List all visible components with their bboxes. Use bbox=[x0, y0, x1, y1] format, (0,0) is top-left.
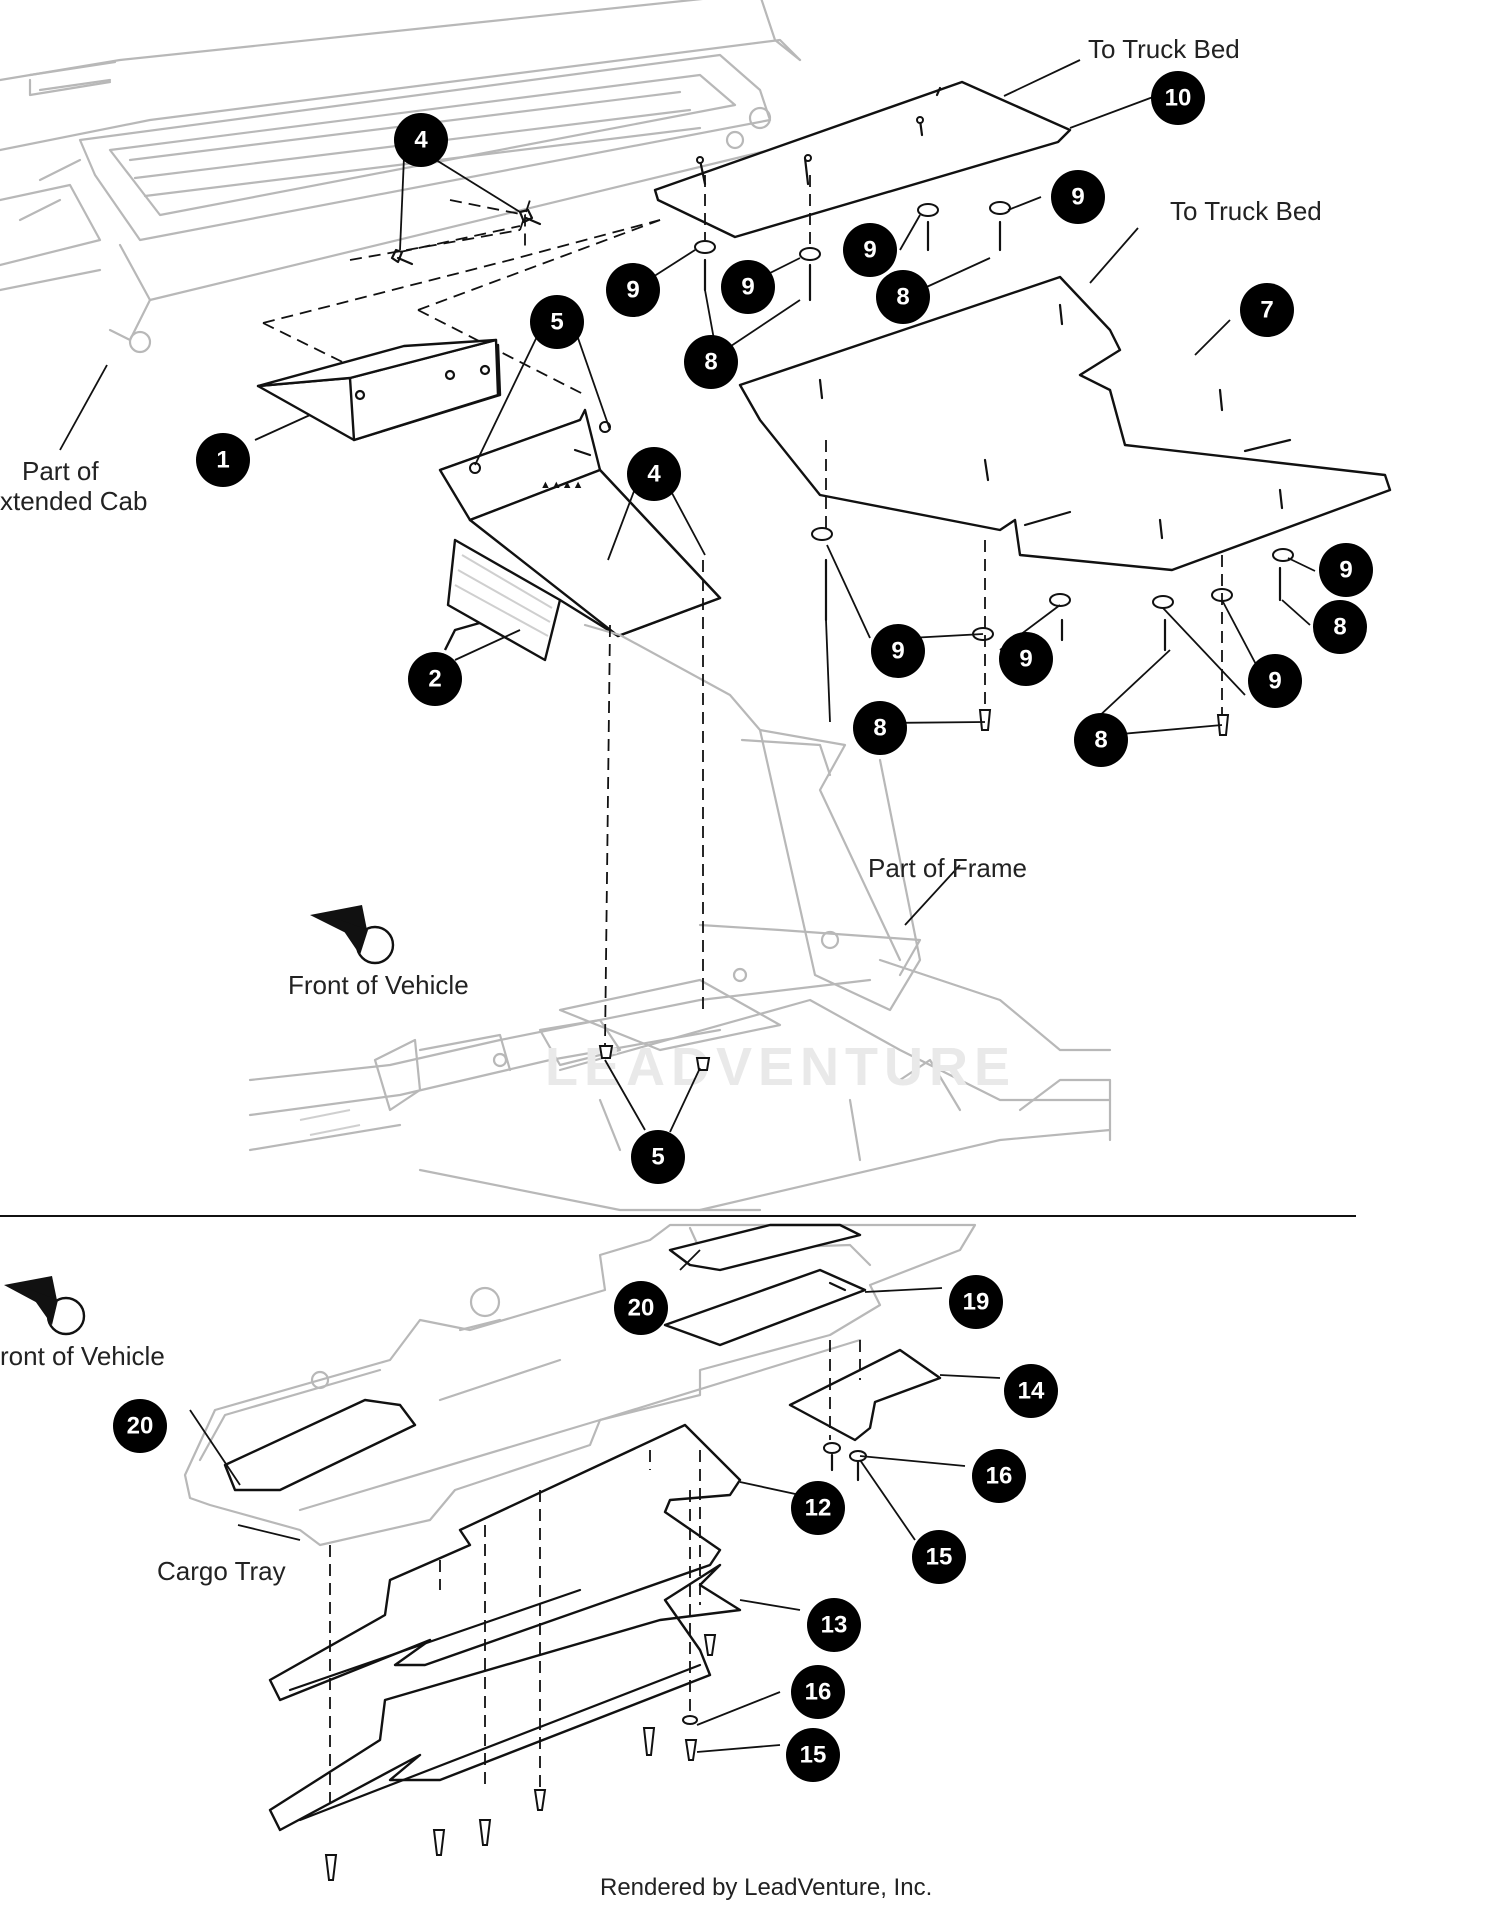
svg-text:9: 9 bbox=[863, 237, 876, 264]
svg-text:12: 12 bbox=[805, 1495, 832, 1522]
svg-text:20: 20 bbox=[628, 1295, 655, 1322]
svg-text:9: 9 bbox=[1071, 184, 1084, 211]
callout-16-upper: 16 bbox=[972, 1449, 1026, 1503]
extended-cab-illustration bbox=[0, 0, 802, 354]
callout-8: 8 bbox=[684, 335, 738, 389]
front-arrow-icon bbox=[310, 905, 395, 965]
label-front-of-vehicle: Front of Vehicle bbox=[288, 970, 469, 1000]
cargo-tray-illustration bbox=[183, 1223, 977, 1547]
label-part-of: Part of bbox=[22, 456, 99, 486]
front-arrow-icon-2 bbox=[4, 1276, 86, 1336]
label-part-of-frame: Part of Frame bbox=[868, 853, 1027, 883]
callout-4-lower: 4 bbox=[627, 447, 681, 501]
callout-19: 19 bbox=[949, 1275, 1003, 1329]
label-to-truck-bed-top: To Truck Bed bbox=[1088, 34, 1240, 64]
svg-text:9: 9 bbox=[1268, 668, 1281, 695]
callout-10: 10 bbox=[1151, 71, 1205, 125]
callout-15-upper: 15 bbox=[912, 1530, 966, 1584]
callout-5-lower: 5 bbox=[631, 1130, 685, 1184]
svg-text:9: 9 bbox=[741, 274, 754, 301]
callout-8: 8 bbox=[853, 701, 907, 755]
callout-8: 8 bbox=[876, 270, 930, 324]
svg-text:5: 5 bbox=[550, 309, 563, 336]
part-20-liners bbox=[223, 1223, 867, 1492]
label-cargo-tray: Cargo Tray bbox=[157, 1556, 286, 1586]
callout-15-lower: 15 bbox=[786, 1728, 840, 1782]
svg-text:4: 4 bbox=[647, 461, 661, 488]
part-12-panel bbox=[268, 1423, 742, 1702]
callout-9: 9 bbox=[871, 624, 925, 678]
label-extended-cab: xtended Cab bbox=[0, 486, 147, 516]
callout-9: 9 bbox=[1248, 654, 1302, 708]
bolts-bottom bbox=[324, 1634, 717, 1881]
svg-text:5: 5 bbox=[651, 1144, 664, 1171]
svg-text:▲▲▲▲: ▲▲▲▲ bbox=[540, 479, 584, 491]
svg-text:8: 8 bbox=[704, 349, 717, 376]
svg-text:20: 20 bbox=[127, 1413, 154, 1440]
callout-20-left: 20 bbox=[113, 1399, 167, 1453]
svg-text:9: 9 bbox=[626, 277, 639, 304]
svg-text:2: 2 bbox=[428, 666, 441, 693]
svg-text:8: 8 bbox=[1094, 727, 1107, 754]
svg-text:10: 10 bbox=[1165, 85, 1192, 112]
svg-text:8: 8 bbox=[1333, 614, 1346, 641]
svg-text:9: 9 bbox=[1339, 557, 1352, 584]
svg-text:7: 7 bbox=[1260, 297, 1273, 324]
callout-8: 8 bbox=[1074, 713, 1128, 767]
part-14-plate bbox=[788, 1340, 942, 1482]
svg-text:9: 9 bbox=[891, 638, 904, 665]
credit-text: Rendered by LeadVenture, Inc. bbox=[600, 1874, 932, 1901]
callout-9: 9 bbox=[721, 260, 775, 314]
bolt-5-lower bbox=[598, 1045, 711, 1071]
svg-text:9: 9 bbox=[1019, 646, 1032, 673]
callout-20-upper: 20 bbox=[614, 1281, 668, 1335]
callout-9: 9 bbox=[606, 263, 660, 317]
callout-2: 2 bbox=[408, 652, 462, 706]
svg-text:14: 14 bbox=[1018, 1378, 1045, 1405]
callout-9: 9 bbox=[999, 632, 1053, 686]
frame-illustration bbox=[248, 623, 1112, 1212]
washers-bolts-upper bbox=[694, 175, 1294, 736]
callout-4-upper: 4 bbox=[394, 113, 448, 167]
svg-text:13: 13 bbox=[821, 1612, 848, 1639]
part-13-panel bbox=[268, 1563, 742, 1832]
svg-text:1: 1 bbox=[216, 447, 229, 474]
callout-14: 14 bbox=[1004, 1364, 1058, 1418]
part-2-shield: ▲▲▲▲ bbox=[438, 408, 722, 662]
callout-7: 7 bbox=[1240, 283, 1294, 337]
callout-16-lower: 16 bbox=[791, 1665, 845, 1719]
drop-lines-bottom bbox=[329, 1450, 701, 1810]
svg-text:4: 4 bbox=[414, 127, 428, 154]
drop-lines-frame bbox=[604, 560, 704, 1046]
label-front-of-vehicle-2: ront of Vehicle bbox=[0, 1341, 165, 1371]
cab-mount-outline bbox=[262, 199, 661, 401]
watermark: LEADVENTURE bbox=[545, 1037, 1016, 1097]
leader-lines bbox=[59, 59, 1316, 1753]
callout-9: 9 bbox=[1319, 543, 1373, 597]
callout-13: 13 bbox=[807, 1598, 861, 1652]
svg-text:8: 8 bbox=[896, 284, 909, 311]
svg-text:16: 16 bbox=[805, 1679, 832, 1706]
svg-text:15: 15 bbox=[926, 1544, 953, 1571]
svg-text:8: 8 bbox=[873, 715, 886, 742]
label-to-truck-bed-right: To Truck Bed bbox=[1170, 196, 1322, 226]
svg-text:16: 16 bbox=[986, 1463, 1013, 1490]
part-1-bracket bbox=[256, 338, 502, 442]
callout-5-upper: 5 bbox=[530, 295, 584, 349]
callout-12: 12 bbox=[791, 1481, 845, 1535]
callout-9: 9 bbox=[1051, 170, 1105, 224]
part-10-plate bbox=[653, 80, 1072, 239]
svg-text:15: 15 bbox=[800, 1742, 827, 1769]
callout-1: 1 bbox=[196, 433, 250, 487]
callout-9: 9 bbox=[843, 223, 897, 277]
svg-text:19: 19 bbox=[963, 1289, 990, 1316]
part-7-plate bbox=[738, 275, 1392, 572]
bolt-4-upper bbox=[390, 208, 542, 266]
callout-8: 8 bbox=[1313, 600, 1367, 654]
